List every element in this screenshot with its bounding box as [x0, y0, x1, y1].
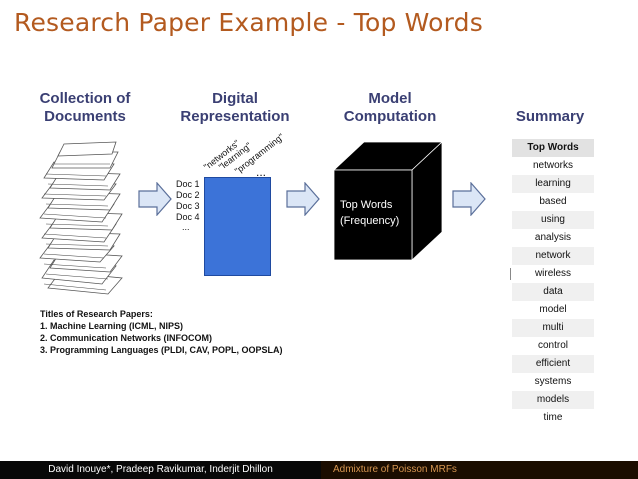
summary-word: based: [539, 196, 567, 207]
summary-table-header: Top Words: [512, 139, 594, 157]
summary-word: analysis: [534, 232, 572, 243]
cube-label-line: (Frequency): [340, 215, 400, 227]
heading-model-computation: Model Computation: [343, 90, 437, 125]
footer-talk-title: Admixture of Poisson MRFs: [321, 461, 638, 479]
summary-word: model: [539, 304, 567, 315]
arrow-right-icon: [286, 182, 320, 216]
summary-word: using: [512, 211, 594, 229]
document-word-matrix: [204, 177, 271, 276]
summary-word: control: [537, 340, 568, 351]
cube-label-line: Top Words: [340, 199, 393, 211]
heading-summary: Summary: [515, 108, 585, 125]
arrow-right-icon: [138, 182, 172, 216]
slide-title: Research Paper Example - Top Words: [14, 8, 483, 37]
summary-table: Top Words networks learning based using …: [512, 139, 594, 427]
matrix-ellipsis: ...: [256, 165, 267, 179]
model-cube: [332, 141, 444, 261]
paper-titles: Titles of Research Papers: 1. Machine Le…: [40, 308, 283, 356]
footer-authors: David Inouye*, Pradeep Ravikumar, Inderj…: [0, 461, 321, 479]
summary-word: efficient: [512, 355, 594, 373]
summary-word: networks: [532, 160, 573, 171]
paper-title-item: 1. Machine Learning (ICML, NIPS): [40, 321, 184, 331]
paper-stack-icon: [39, 141, 123, 295]
paper-titles-heading: Titles of Research Papers:: [40, 309, 153, 319]
doc-label: Doc 1: [176, 179, 200, 189]
arrow-right-icon: [452, 182, 486, 216]
summary-word: multi: [512, 319, 594, 337]
doc-label: Doc 4: [176, 212, 200, 222]
doc-label: Doc 3: [176, 201, 200, 211]
doc-label: Doc 2: [176, 190, 200, 200]
summary-word: systems: [534, 376, 572, 387]
cube-label: Top Words (Frequency): [340, 197, 399, 229]
summary-word: learning: [512, 175, 594, 193]
paper-title-item: 2. Communication Networks (INFOCOM): [40, 333, 213, 343]
paper-title-item: 3. Programming Languages (PLDI, CAV, POP…: [40, 345, 283, 355]
doc-label: ...: [182, 222, 190, 232]
heading-digital-representation: Digital Representation: [180, 90, 290, 125]
summary-word: network: [512, 247, 594, 265]
divider: [510, 268, 511, 280]
heading-collection-of-documents: Collection of Documents: [39, 90, 131, 125]
summary-word: data: [512, 283, 594, 301]
summary-word: wireless: [534, 268, 572, 279]
summary-word: time: [543, 412, 563, 423]
footer: David Inouye*, Pradeep Ravikumar, Inderj…: [0, 461, 638, 479]
summary-word: models: [512, 391, 594, 409]
